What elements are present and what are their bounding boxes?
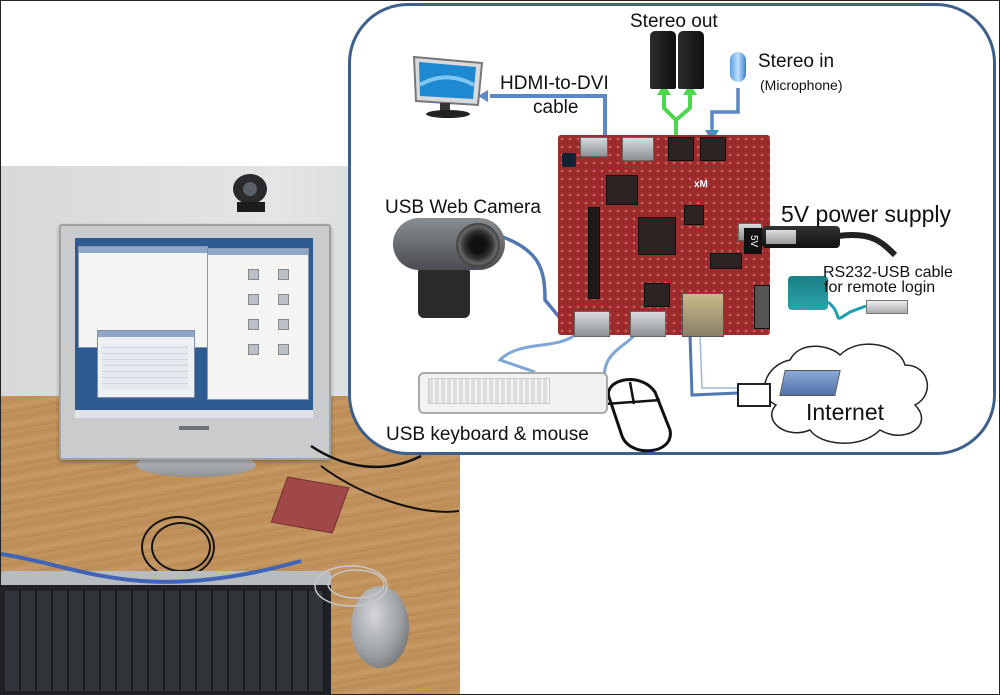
label-stereo-in: Stereo in (758, 51, 835, 72)
photo-monitor-screen (75, 238, 313, 418)
usb-plug-icon (866, 300, 908, 314)
label-power: 5V power supply (781, 201, 952, 227)
router-icon (779, 370, 841, 396)
ethernet-plug-icon (737, 383, 771, 407)
speaker-icon (678, 31, 704, 89)
serial-cable-icon (788, 276, 828, 310)
label-hdmi-line2: cable (533, 97, 579, 118)
photo-keyboard (1, 571, 331, 694)
monitor-icon (410, 55, 486, 119)
label-webcam: USB Web Camera (385, 197, 541, 218)
photo-mouse (351, 586, 409, 668)
audio-in-jack (700, 137, 726, 161)
sd-slot (622, 137, 654, 161)
speaker-icon (650, 31, 676, 89)
label-rs232-line1: RS232-USB cable (823, 264, 953, 281)
audio-out-jack (668, 137, 694, 161)
board-silkscreen: xM (694, 179, 708, 190)
power-plug-tip (766, 230, 796, 244)
ethernet-port (682, 293, 724, 337)
photo-calendar-window (97, 330, 195, 398)
label-hdmi-line1: HDMI-to-DVI (500, 73, 609, 94)
label-rs232-line2: for remote login (824, 279, 936, 296)
photo-webcam-mount (237, 202, 265, 212)
photo-monitor (59, 224, 331, 460)
microphone-icon (730, 52, 746, 82)
usb-port (574, 311, 610, 337)
hdmi-port (580, 137, 608, 157)
usb-port (630, 311, 666, 337)
beagleboard-xm: xM (558, 135, 770, 337)
label-stereo-in-sub: (Microphone) (760, 77, 843, 93)
photo-taskbar (75, 410, 313, 418)
beagle-logo-icon (562, 153, 576, 167)
photo-monitor-brand (179, 426, 209, 430)
photo-cables (1, 444, 460, 607)
keyboard-keys (428, 378, 550, 404)
serial-port (754, 285, 770, 329)
photo-file-manager-window (207, 248, 309, 400)
label-internet: Internet (806, 399, 884, 425)
webcam-lens (456, 223, 500, 267)
power-marker: 5V (744, 228, 762, 254)
setup-photo (1, 166, 460, 694)
label-keyboard-mouse: USB keyboard & mouse (386, 424, 589, 445)
photo-webcam (233, 174, 267, 204)
webcam-stand (418, 268, 470, 318)
label-stereo-out: Stereo out (630, 11, 718, 32)
